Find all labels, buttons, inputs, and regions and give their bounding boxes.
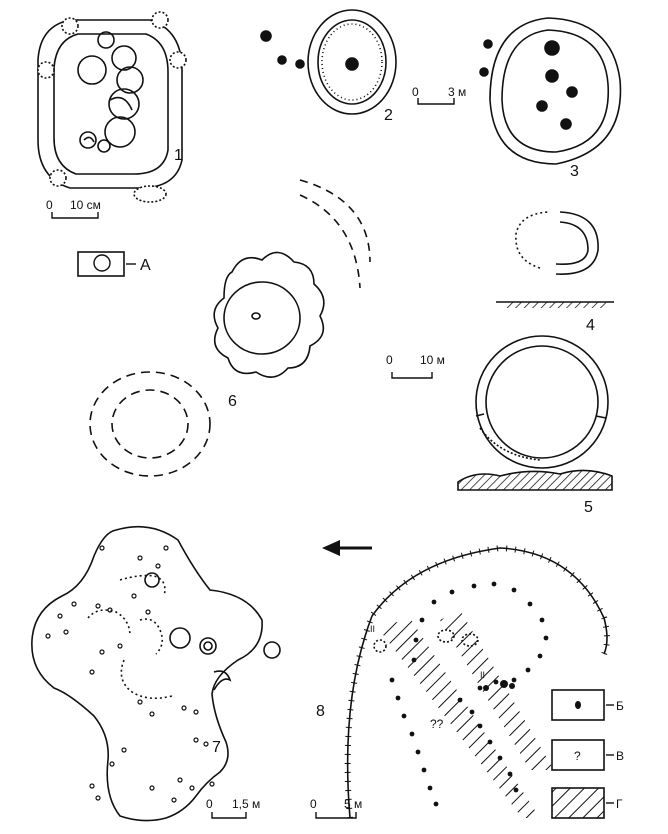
- scale-bar-fig4-5-value: 10 м: [420, 353, 445, 367]
- legend-b-symbol: [551, 689, 605, 721]
- fig1-stake-holes: [37, 11, 187, 203]
- legend-g-key: Г: [616, 797, 623, 811]
- legend-a-symbol: [77, 251, 125, 277]
- scale-bar-fig2-3-value: 3 м: [448, 85, 466, 99]
- fig8-site-plan: [344, 544, 610, 819]
- scale-bar-fig2-3: 0 3 м: [412, 85, 466, 105]
- fig8-marker-2: II: [480, 670, 485, 680]
- legend-v-symbol-box: [551, 739, 605, 771]
- legend-a-key: А: [140, 257, 151, 274]
- fig8-marker-1: II: [370, 624, 375, 634]
- legend-b-key: Б: [616, 699, 624, 713]
- fig1-pit-plan: [37, 19, 183, 189]
- legend-b: Б: [551, 689, 624, 721]
- legend-v-key: В: [616, 749, 624, 763]
- arrow-left-icon: [322, 540, 372, 556]
- fig3-dwelling-plan: [479, 17, 622, 165]
- scale-bar-fig1-zero: 0: [46, 198, 53, 212]
- fig-number-2: 2: [384, 107, 393, 124]
- scale-bar-fig7-zero: 0: [206, 797, 213, 811]
- legend-g-symbol: [551, 787, 605, 819]
- fig6-settlement-plan: [89, 179, 371, 477]
- scale-bar-fig7: 0 1,5 м: [206, 797, 260, 819]
- scale-bar-fig4-5-zero: 0: [386, 353, 393, 367]
- fig-number-5: 5: [584, 499, 593, 516]
- scale-bar-fig1: 0 10 см: [46, 198, 101, 219]
- fig-number-6: 6: [228, 393, 237, 410]
- fig-number-4: 4: [586, 317, 595, 334]
- fig7-complex-plan: [31, 525, 281, 822]
- fig-number-3: 3: [570, 163, 579, 180]
- scale-bar-fig8-value: 5 м: [344, 797, 362, 811]
- scale-bar-fig8: 0 5 м: [310, 797, 362, 819]
- legend-v-symbol: ?: [574, 749, 581, 763]
- legend-g: Г: [551, 787, 623, 819]
- fig2-dwelling-plan: [260, 9, 397, 115]
- fig5-ring-plan: [457, 335, 613, 491]
- legend-v: ? В: [551, 739, 624, 771]
- fig-number-8: 8: [316, 703, 325, 720]
- scale-bar-fig2-3-zero: 0: [412, 85, 419, 99]
- fig7-posthole-dots: [45, 545, 215, 803]
- fig-number-1: 1: [174, 147, 183, 164]
- scale-bar-fig4-5: 0 10 м: [386, 353, 445, 379]
- fig-number-7: 7: [212, 739, 221, 756]
- fig4-ring-plan: [496, 211, 614, 308]
- scale-bar-fig1-value: 10 см: [70, 198, 101, 212]
- fig8-posthole-ring: [389, 581, 549, 807]
- scale-bar-fig7-value: 1,5 м: [232, 797, 260, 811]
- legend-a: А: [77, 251, 151, 277]
- scale-bar-fig8-zero: 0: [310, 797, 317, 811]
- fig8-question-mark: ??: [430, 717, 444, 731]
